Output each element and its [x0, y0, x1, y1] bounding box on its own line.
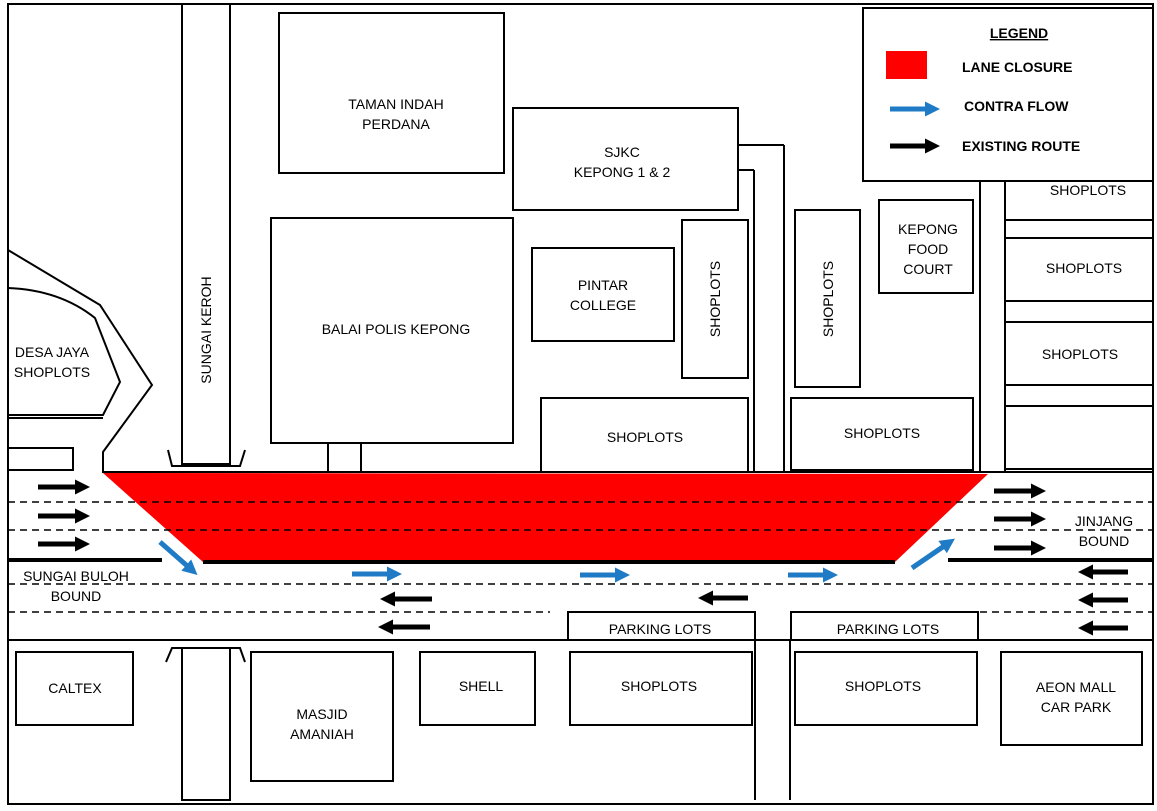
label-aeon-1: AEON MALL: [1036, 679, 1116, 695]
label-balai-polis: BALAI POLIS KEPONG: [322, 321, 471, 337]
legend: LEGEND LANE CLOSURE CONTRA FLOW EXISTING…: [862, 7, 1154, 182]
taman-indah-perdana: [278, 12, 505, 174]
label-masjid-1: MASJID: [296, 706, 347, 722]
label-desa-jaya-2: SHOPLOTS: [14, 364, 90, 380]
masjid-amaniah: [250, 651, 394, 782]
shoplots-south-1: [569, 651, 753, 726]
shoplots-vertical-2: [794, 209, 861, 388]
contra-flow-arrow: [910, 538, 955, 571]
roads: [7, 144, 1153, 800]
label-shoplots: SHOPLOTS: [1042, 346, 1118, 362]
shoplots-south-2: [794, 651, 978, 726]
kepong-food-court: [878, 199, 974, 294]
shoplots-east-2: [1004, 237, 1154, 302]
sungai-keroh-river: [165, 3, 246, 801]
label-pintar-1: PINTAR: [578, 277, 628, 293]
legend-existing-route: EXISTING ROUTE: [962, 138, 1080, 154]
label-sungai-buloh-2: BOUND: [51, 588, 102, 604]
contra-flow-arrow: [158, 540, 198, 575]
label-shell: SHELL: [459, 678, 504, 694]
pintar-college: [531, 247, 675, 342]
legend-box: [862, 7, 1154, 182]
label-sjkc-2: KEPONG 1 & 2: [574, 164, 671, 180]
lane-closure-swatch-icon: [886, 51, 927, 79]
legend-lane-closure: LANE CLOSURE: [962, 59, 1072, 75]
label-jinjang-2: BOUND: [1079, 533, 1130, 549]
label-pintar-2: COLLEGE: [570, 297, 636, 313]
label-shoplots: SHOPLOTS: [707, 261, 723, 337]
label-food-court-3: COURT: [903, 261, 953, 277]
label-taman-indah-1: TAMAN INDAH: [348, 96, 443, 112]
place-labels: TAMAN INDAH PERDANA SJKC KEPONG 1 & 2 DE…: [14, 96, 1126, 742]
lane-closure-area: [103, 473, 988, 562]
label-shoplots: SHOPLOTS: [820, 261, 836, 337]
legend-contra-flow: CONTRA FLOW: [964, 98, 1069, 114]
parking-lots-1: [567, 611, 756, 641]
shoplots-north-2: [790, 397, 974, 471]
desa-jaya-outline: [7, 287, 122, 416]
label-desa-jaya-1: DESA JAYA: [15, 344, 90, 360]
buildings-north: [7, 12, 1154, 473]
label-shoplots: SHOPLOTS: [1050, 182, 1126, 198]
label-caltex: CALTEX: [48, 680, 102, 696]
shell: [419, 651, 536, 726]
contra-flow-arrows: [158, 538, 955, 583]
label-sungai-buloh-1: SUNGAI BULOH: [23, 568, 129, 584]
sjkc-kepong: [512, 107, 739, 211]
label-parking-lots: PARKING LOTS: [837, 621, 939, 637]
label-aeon-2: CAR PARK: [1041, 699, 1112, 715]
shoplots-east-4: [1004, 405, 1154, 470]
label-shoplots: SHOPLOTS: [845, 678, 921, 694]
shoplots-east-3: [1004, 321, 1154, 386]
label-shoplots: SHOPLOTS: [607, 429, 683, 445]
label-food-court-1: KEPONG: [898, 221, 958, 237]
label-sjkc-1: SJKC: [604, 144, 640, 160]
buildings-south: [15, 611, 1143, 782]
label-shoplots: SHOPLOTS: [621, 678, 697, 694]
label-shoplots: SHOPLOTS: [1046, 260, 1122, 276]
balai-polis-kepong: [270, 217, 514, 444]
caltex: [15, 651, 134, 726]
aeon-mall-car-park: [1000, 651, 1143, 746]
label-masjid-2: AMANIAH: [290, 726, 354, 742]
shoplots-vertical-1: [681, 219, 749, 379]
road-labels: JINJANG BOUND SUNGAI BULOH BOUND: [23, 513, 1133, 604]
existing-route-arrows: [38, 479, 1128, 636]
label-food-court-2: FOOD: [908, 241, 948, 257]
label-taman-indah-2: PERDANA: [362, 116, 430, 132]
parking-lots-2: [790, 611, 979, 641]
shoplots-north-1: [540, 397, 749, 473]
label-parking-lots: PARKING LOTS: [609, 621, 711, 637]
label-sungai-keroh: SUNGAI KEROH: [198, 276, 214, 383]
label-jinjang-1: JINJANG: [1075, 513, 1133, 529]
legend-title: LEGEND: [990, 25, 1048, 41]
label-shoplots: SHOPLOTS: [844, 425, 920, 441]
